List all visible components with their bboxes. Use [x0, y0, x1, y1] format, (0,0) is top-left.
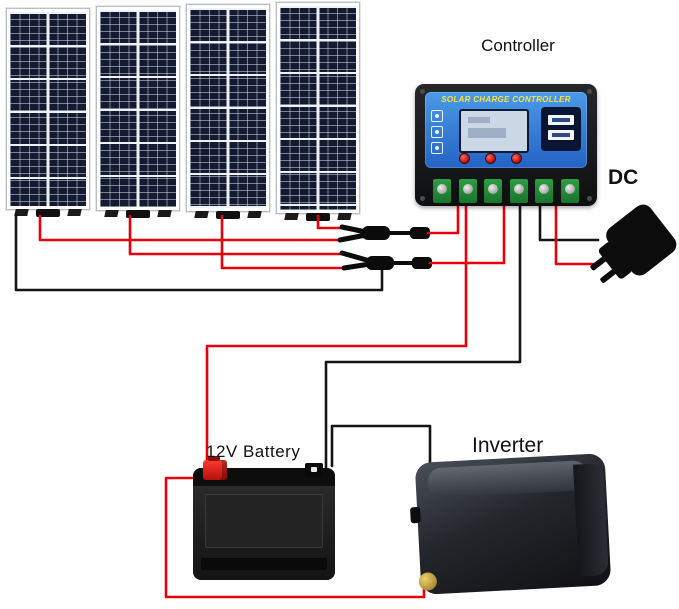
solar-cells — [10, 12, 86, 206]
y-branch-connector-icon — [366, 256, 394, 270]
screw-icon — [587, 196, 592, 201]
solar-panel-icon — [96, 6, 180, 218]
wire-dc-positive — [554, 202, 602, 266]
controller-title: SOLAR CHARGE CONTROLLER — [441, 95, 571, 104]
terminal-screw-icon — [509, 179, 528, 203]
usb-port-icon — [548, 115, 574, 125]
charge-controller: SOLAR CHARGE CONTROLLER — [415, 84, 597, 206]
terminal-screw-icon — [535, 179, 554, 203]
controller-button-icon — [485, 153, 496, 164]
inverter-icon — [409, 453, 612, 595]
terminal-screw-icon — [560, 179, 579, 203]
terminal-block — [433, 175, 579, 203]
wire-panel3-positive — [220, 214, 346, 270]
battery-positive-terminal — [203, 456, 227, 480]
battery-label-panel — [205, 494, 323, 548]
y-branch-connector-icon — [341, 261, 373, 271]
lcd-screen-icon — [459, 109, 529, 153]
screw-icon — [420, 89, 425, 94]
solar-cells — [100, 10, 176, 207]
controller-button-icon — [511, 153, 522, 164]
y-branch-connector-icon — [362, 226, 390, 240]
screw-icon — [587, 89, 592, 94]
wire-inverter-negative — [330, 424, 432, 476]
solar-panel-icon — [186, 4, 270, 219]
solar-panel-icon — [6, 8, 90, 217]
terminal-screw-icon — [458, 179, 477, 203]
battery-label: 12V Battery — [206, 442, 301, 461]
wire-panel-negative — [14, 212, 384, 292]
wire-pv-input-1 — [426, 202, 460, 235]
controller-label: Controller — [481, 36, 555, 55]
battery-negative-terminal — [305, 463, 323, 477]
dc-label: DC — [608, 166, 639, 189]
junction-box — [36, 209, 60, 217]
wire-pv-input-2 — [428, 202, 506, 265]
inverter-knob — [409, 506, 421, 524]
screw-icon — [420, 196, 425, 201]
controller-button-icon — [459, 153, 470, 164]
wire-dc-negative — [538, 202, 600, 242]
mc4-connector-icon — [410, 227, 430, 239]
y-branch-connector-icon — [339, 250, 373, 264]
indicator-icon — [431, 126, 443, 138]
usb-ports-icon — [541, 107, 581, 151]
lcd-segment — [468, 128, 506, 138]
lcd-segment — [468, 117, 490, 123]
indicator-icon — [431, 110, 443, 122]
dc-plug-icon — [590, 204, 677, 283]
battery-icon — [193, 456, 335, 580]
wire-panel1-positive — [38, 214, 342, 242]
solar-cells — [190, 8, 266, 208]
y-branch-connector-icon — [337, 232, 369, 243]
wire-panel4-positive — [316, 214, 344, 230]
indicator-icon — [431, 142, 443, 154]
controller-faceplate: SOLAR CHARGE CONTROLLER — [425, 92, 587, 168]
solar-cells — [280, 6, 356, 210]
junction-box — [126, 210, 150, 218]
wire-battery-negative — [324, 202, 522, 478]
terminal-screw-icon — [484, 179, 503, 203]
indicator-icons — [431, 110, 443, 158]
terminal-screw-icon — [433, 179, 451, 203]
usb-port-icon — [548, 130, 574, 140]
battery-top — [193, 468, 335, 486]
inverter-label: Inverter — [472, 434, 544, 457]
mc4-connector-icon — [412, 257, 432, 269]
wire-panel2-positive — [128, 214, 344, 256]
wire-battery-positive — [205, 202, 468, 478]
y-branch-connector-icon — [339, 224, 369, 235]
inverter-end-cap — [572, 463, 609, 577]
solar-panel-icon — [276, 2, 360, 221]
controller-buttons — [459, 153, 522, 164]
junction-box — [216, 211, 240, 219]
battery-groove — [201, 558, 327, 570]
